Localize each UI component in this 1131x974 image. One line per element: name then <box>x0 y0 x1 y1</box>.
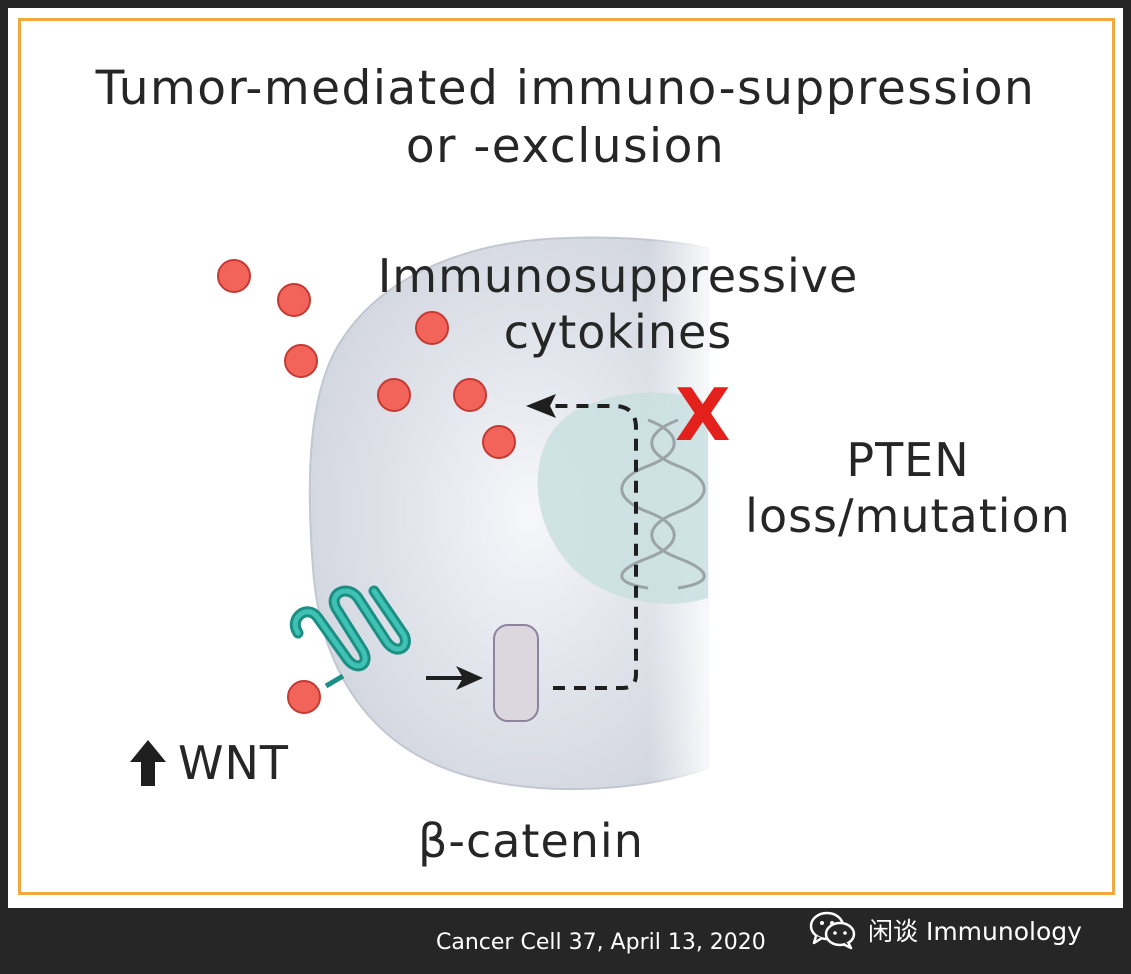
wechat-logo-icon <box>809 911 856 950</box>
figure-frame <box>18 18 1115 895</box>
cytokine-dot <box>453 378 487 412</box>
signal-arrowhead-icon <box>526 394 556 418</box>
cytokine-dot <box>217 259 251 293</box>
cytokines-label: Immunosuppressive cytokines <box>308 248 928 360</box>
dna-helix-icon <box>620 418 706 590</box>
cytokines-line-2: cytokines <box>503 305 733 359</box>
slide: X Tumor-mediated immuno-suppression or -… <box>8 8 1123 908</box>
wnt-text: WNT <box>178 736 289 790</box>
pten-line-1: PTEN <box>846 433 970 487</box>
beta-catenin-box <box>493 624 539 722</box>
cytokine-dot <box>377 378 411 412</box>
footer-bar: Cancer Cell 37, April 13, 2020 闲谈 Immuno… <box>0 908 1131 974</box>
cytokine-dot <box>277 283 311 317</box>
pten-label: PTEN loss/mutation <box>713 432 1103 544</box>
up-arrow-icon <box>130 740 166 786</box>
brand: 闲谈 Immunology <box>808 910 1082 950</box>
cytokine-dot <box>415 311 449 345</box>
figure-title: Tumor-mediated immuno-suppression or -ex… <box>8 60 1123 176</box>
activation-arrow-icon <box>426 666 483 690</box>
x-mark: X <box>675 373 731 457</box>
wnt-label: WNT <box>128 736 289 790</box>
diagram-art: X <box>217 228 731 798</box>
wnt-ligand <box>287 680 321 714</box>
signal-path <box>548 404 638 690</box>
title-line-1: Tumor-mediated immuno-suppression <box>95 61 1036 116</box>
brand-text: 闲谈 Immunology <box>868 917 1082 946</box>
cytokine-dots <box>217 259 516 459</box>
citation: Cancer Cell 37, April 13, 2020 <box>436 930 766 955</box>
cytokine-dot <box>284 344 318 378</box>
pten-line-2: loss/mutation <box>745 489 1071 543</box>
cytokine-dot <box>482 425 516 459</box>
beta-catenin-label: β-catenin <box>418 814 644 868</box>
cytokines-line-1: Immunosuppressive <box>377 249 859 303</box>
title-line-2: or -exclusion <box>405 119 726 174</box>
